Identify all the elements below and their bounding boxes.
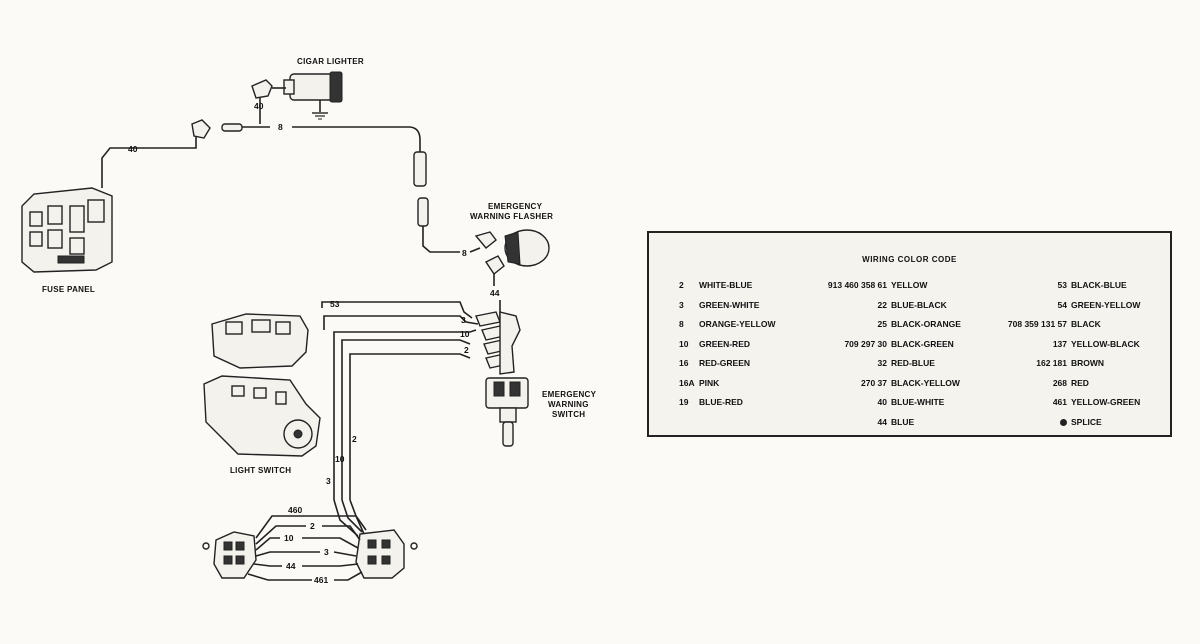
legend-wire-color: GREEN-WHITE bbox=[699, 299, 760, 310]
legend-wire-number: 53 bbox=[1057, 280, 1067, 290]
wire-8-top: 8 bbox=[221, 122, 427, 187]
wire-number-10-switch: 10 bbox=[460, 329, 470, 339]
wire-number-3-connector: 3 bbox=[324, 547, 329, 557]
fuse-panel-label: FUSE PANEL bbox=[42, 285, 95, 294]
legend-wire-color: BLACK bbox=[1071, 319, 1101, 329]
legend-wire-color: SPLICE bbox=[1071, 416, 1102, 427]
legend-wire-color: GREEN-YELLOW bbox=[1071, 299, 1141, 310]
legend-wire-color: PINK bbox=[699, 377, 720, 388]
legend-row: 2 WHITE-BLUE 913 460 358 61 YELLOW 53 BL… bbox=[679, 280, 1164, 300]
legend-splice-dot bbox=[979, 417, 1067, 427]
cigar-lighter: CIGAR LIGHTER 40 bbox=[251, 57, 364, 124]
legend-wire-color: YELLOW-BLACK bbox=[1071, 338, 1140, 349]
legend-wire-number: 10 bbox=[679, 338, 689, 349]
switch-label-line1: EMERGENCY bbox=[542, 390, 597, 399]
legend-wire-number: 40 bbox=[877, 397, 887, 407]
legend-wire-number: 32 bbox=[877, 358, 887, 368]
legend-wire-number: 8 bbox=[679, 319, 684, 329]
wire-number-8: 8 bbox=[278, 122, 283, 132]
legend-wire-number: 461 bbox=[1052, 397, 1067, 407]
legend-wire-color: BLUE-WHITE bbox=[891, 397, 945, 407]
legend-row: 16 RED-GREEN 32 RED-BLUE 162 181 BROWN bbox=[679, 358, 1164, 378]
wiring-color-code-legend: WIRING COLOR CODE 2 WHITE-BLUE 913 460 3… bbox=[647, 231, 1172, 437]
legend-wire-number: 268 bbox=[1052, 377, 1067, 388]
light-switch-label: LIGHT SWITCH bbox=[230, 466, 291, 475]
legend-wire-color: YELLOW bbox=[891, 280, 928, 290]
legend-wire-color: YELLOW-GREEN bbox=[1071, 397, 1141, 407]
wire-number-3-vertical: 3 bbox=[326, 476, 331, 486]
legend-row: 3 GREEN-WHITE 22 BLUE-BLACK 54 GREEN-YEL… bbox=[679, 300, 1164, 320]
wire-number-40: 40 bbox=[254, 101, 264, 111]
legend-wire-number: 708 359 131 57 bbox=[1007, 319, 1067, 329]
legend-wire-color: BLACK-ORANGE bbox=[891, 319, 961, 329]
wire-number-44-connector: 44 bbox=[286, 561, 296, 571]
legend-wire-number: 19 bbox=[679, 397, 689, 407]
legend-wire-number: 3 bbox=[679, 299, 684, 310]
switch-label-line2: WARNING bbox=[548, 400, 589, 409]
legend-wire-number: 270 37 bbox=[861, 377, 887, 388]
connector-harness: 460 2 10 3 44 461 bbox=[202, 499, 418, 585]
legend-wire-number: 22 bbox=[877, 299, 887, 310]
legend-wire-number: 25 bbox=[877, 319, 887, 329]
legend-row: 16A PINK 270 37 BLACK-YELLOW 268 RED bbox=[679, 378, 1164, 398]
legend-wire-color: RED-BLUE bbox=[891, 358, 935, 368]
emergency-warning-flasher: EMERGENCY WARNING FLASHER 8 44 bbox=[417, 197, 553, 318]
legend-wire-color: BLACK-YELLOW bbox=[891, 377, 960, 388]
legend-row: 8 ORANGE-YELLOW 25 BLACK-ORANGE 708 359 … bbox=[679, 319, 1164, 339]
legend-wire-color: BLUE bbox=[891, 416, 915, 427]
legend-wire-color: RED-GREEN bbox=[699, 358, 751, 368]
wire-40-left: 40 bbox=[101, 119, 211, 188]
legend-wire-number: 44 bbox=[877, 416, 887, 427]
wire-number-40-left: 40 bbox=[128, 144, 138, 154]
legend-rows: 2 WHITE-BLUE 913 460 358 61 YELLOW 53 BL… bbox=[679, 280, 1164, 436]
legend-row: 10 GREEN-RED 709 297 30 BLACK-GREEN 137 … bbox=[679, 339, 1164, 359]
wire-number-8-flasher: 8 bbox=[462, 248, 467, 258]
switch-label-line3: SWITCH bbox=[552, 410, 585, 419]
legend-row: 44 BLUE SPLICE bbox=[679, 417, 1164, 437]
light-switch: LIGHT SWITCH bbox=[203, 313, 321, 475]
legend-wire-number: 16A bbox=[679, 377, 695, 388]
legend-wire-number: 2 bbox=[679, 280, 684, 290]
wire-number-461: 461 bbox=[314, 575, 328, 585]
legend-wire-number: 137 bbox=[1052, 338, 1067, 349]
fuse-panel: FUSE PANEL bbox=[21, 187, 113, 294]
legend-wire-color: BLACK-GREEN bbox=[891, 338, 954, 349]
legend-wire-color: BROWN bbox=[1071, 358, 1105, 368]
switch-wires: 53 3 10 2 2 10 3 bbox=[321, 299, 479, 500]
legend-title: WIRING COLOR CODE bbox=[862, 255, 957, 264]
wire-number-10-vertical: 10 bbox=[335, 454, 345, 464]
legend-wire-number: 16 bbox=[679, 358, 689, 368]
legend-wire-color: BLUE-BLACK bbox=[891, 299, 947, 310]
legend-row: 19 BLUE-RED 40 BLUE-WHITE 461 YELLOW-GRE… bbox=[679, 397, 1164, 417]
legend-wire-color: WHITE-BLUE bbox=[699, 280, 753, 290]
wire-number-460: 460 bbox=[288, 505, 302, 515]
legend-wire-number: 709 297 30 bbox=[844, 338, 887, 349]
flasher-label-line1: EMERGENCY bbox=[488, 202, 543, 211]
emergency-warning-switch: EMERGENCY WARNING SWITCH bbox=[475, 311, 597, 447]
wire-number-3-switch: 3 bbox=[461, 315, 466, 325]
legend-wire-number: 913 460 358 61 bbox=[827, 280, 887, 290]
legend-wire-color: BLUE-RED bbox=[699, 397, 743, 407]
splice-dot-icon bbox=[1060, 418, 1067, 426]
legend-wire-number: 54 bbox=[1057, 299, 1067, 310]
legend-wire-color: ORANGE-YELLOW bbox=[699, 319, 776, 329]
wire-number-2-connector: 2 bbox=[310, 521, 315, 531]
wire-number-53: 53 bbox=[330, 299, 340, 309]
legend-wire-color: BLACK-BLUE bbox=[1071, 280, 1127, 290]
wire-number-2-vertical: 2 bbox=[352, 434, 357, 444]
legend-wire-color: RED bbox=[1071, 377, 1089, 388]
wire-number-44-flasher: 44 bbox=[490, 288, 500, 298]
wire-number-2-switch: 2 bbox=[464, 345, 469, 355]
legend-wire-number: 162 181 bbox=[1036, 358, 1067, 368]
legend-wire-color: GREEN-RED bbox=[699, 338, 751, 349]
cigar-lighter-label: CIGAR LIGHTER bbox=[297, 57, 364, 66]
wire-number-10-connector: 10 bbox=[284, 533, 294, 543]
flasher-label-line2: WARNING FLASHER bbox=[470, 212, 553, 221]
